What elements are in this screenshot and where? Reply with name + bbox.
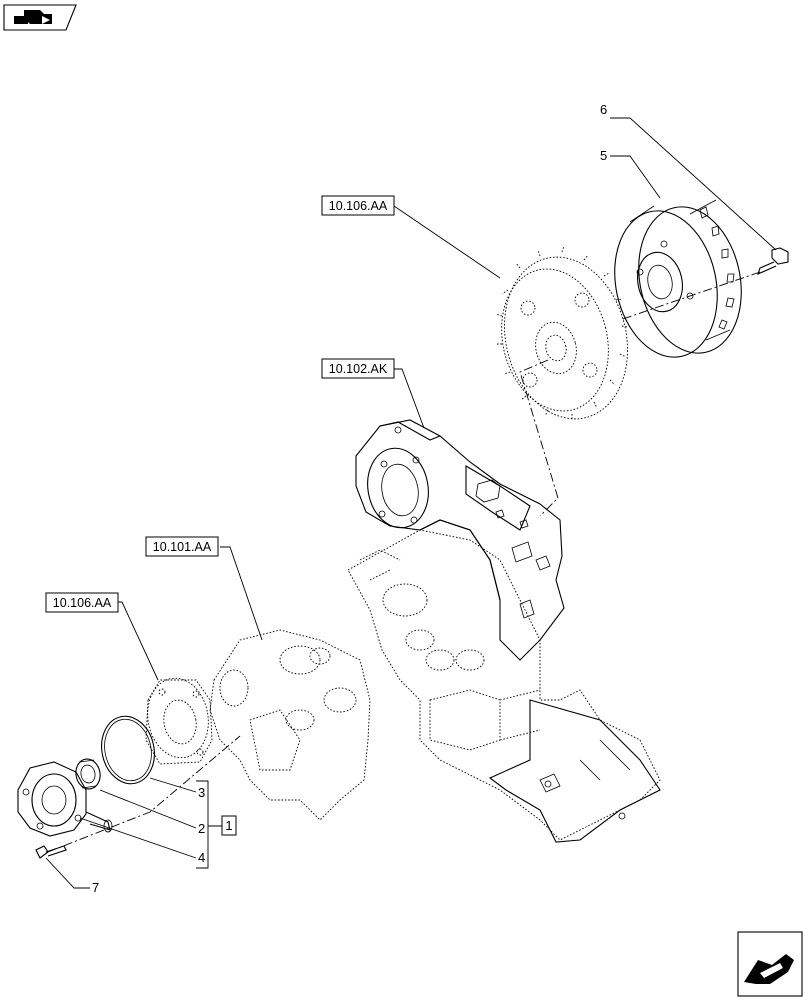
leader-item6 [610,117,777,251]
callout-item5: 5 [600,148,607,163]
bolt-axis-line [619,271,761,321]
leader-item7 [45,857,90,889]
engine-block-right-part [347,529,661,843]
previous-page-arrow-icon[interactable] [3,4,77,31]
leader-housing-ref [394,368,425,429]
leader-item4 [79,817,197,859]
kit-bracket [196,780,222,869]
screw-part [35,845,67,859]
ref-box-cover[interactable]: 10.106.AA [45,592,119,613]
kit-callout-box[interactable]: 1 [221,815,237,836]
ref-label-housing: 10.102.AK [329,362,388,376]
gear-axis-line [519,359,559,517]
ref-box-gear[interactable]: 10.106.AA [321,195,395,216]
pump-body-part [17,761,113,837]
ref-label-block: 10.101.AA [153,540,212,554]
camshaft-gear-part [495,245,629,420]
leader-cover-ref [112,601,159,681]
callout-item3: 3 [198,785,205,800]
timing-housing-part [355,419,565,661]
next-page-arrow-icon[interactable] [737,931,803,997]
ref-label-gear: 10.106.AA [329,199,388,213]
callout-item6: 6 [600,102,607,117]
front-cover-part [145,677,213,765]
pulley-part [614,199,742,358]
ref-box-housing[interactable]: 10.102.AK [321,358,395,379]
oil-seal-part [75,758,101,790]
leader-block-ref [220,546,263,641]
ref-box-block[interactable]: 10.101.AA [145,536,219,557]
callout-item2: 2 [198,821,205,836]
engine-block-left-part [209,629,371,821]
callout-kit: 1 [225,818,232,833]
callout-item7: 7 [92,880,99,895]
o-ring-inner-edge [104,718,152,782]
ref-label-cover: 10.106.AA [53,596,112,610]
leader-item5 [610,155,661,199]
leader-item3 [149,777,197,793]
leader-item2 [99,789,197,829]
pulley-bolt-part [757,247,789,276]
o-ring-part [101,715,155,785]
assembly-axis-line [47,735,241,853]
callout-item4: 4 [198,850,205,865]
leader-gear-ref [393,205,501,279]
